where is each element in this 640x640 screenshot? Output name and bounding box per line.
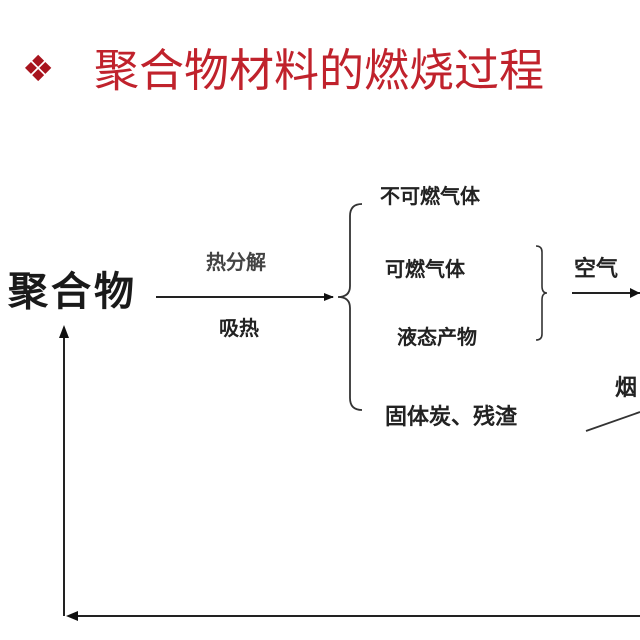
thermal-decomposition-label: 热分解	[206, 250, 266, 274]
smoke-label: 烟	[615, 376, 638, 401]
endothermic-label: 吸热	[219, 316, 259, 340]
diamond-bullet-icon: ❖	[22, 49, 55, 90]
flammable-gas-node: 可燃气体	[385, 257, 465, 281]
smoke-line	[585, 411, 640, 432]
liquid-products-node: 液态产物	[397, 325, 477, 349]
solid-residue-node: 固体炭、残渣	[385, 405, 518, 430]
slide-title: 聚合物材料的燃烧过程	[94, 44, 545, 97]
non-flammable-gas-node: 不可燃气体	[380, 184, 480, 208]
air-arrow	[572, 288, 640, 298]
feedback-loop-arrow	[59, 325, 640, 621]
flammable-right-brace	[535, 245, 548, 341]
polymer-node: 聚合物	[8, 269, 137, 315]
products-left-brace	[337, 203, 363, 411]
air-label: 空气	[574, 257, 619, 282]
